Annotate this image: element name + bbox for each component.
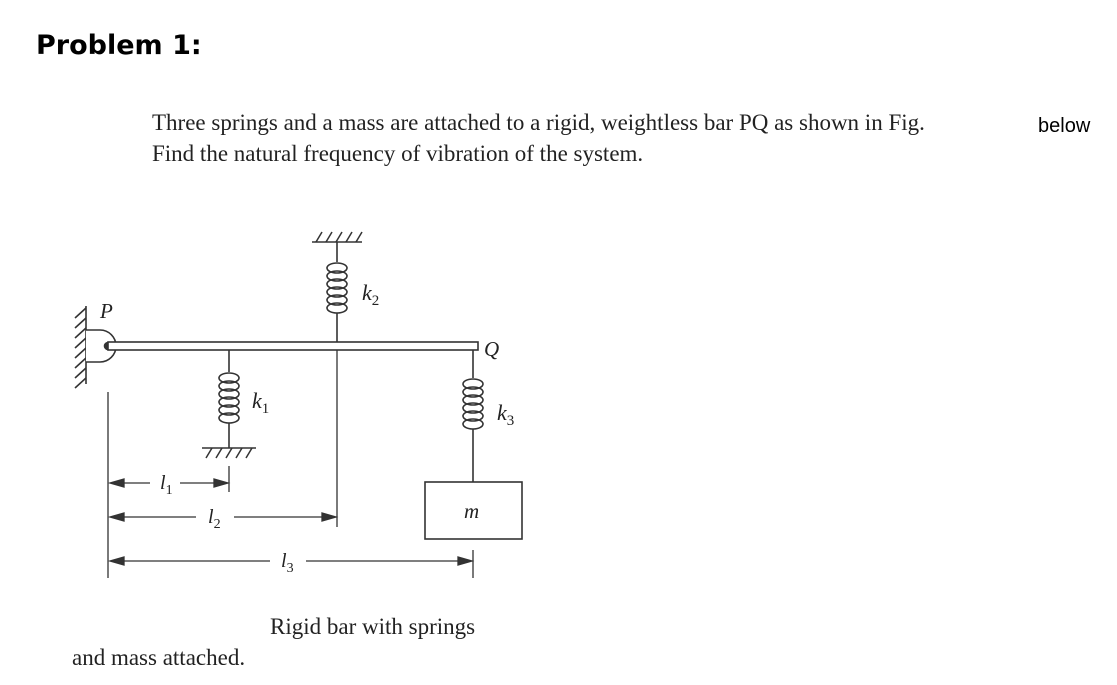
problem-statement-line-2: Find the natural frequency of vibration … (152, 141, 644, 166)
problem-title: Problem 1: (36, 30, 202, 61)
dimension-extension-lines (107, 350, 474, 578)
dimension-l3 (107, 556, 475, 566)
label-l3: l3 (281, 550, 294, 576)
ground-k2 (312, 231, 363, 243)
label-m: m (464, 499, 479, 523)
figure-caption-line-2: and mass attached. (72, 645, 246, 670)
wall-support (74, 306, 87, 389)
dimension-l2 (107, 512, 339, 522)
label-k1: k1 (252, 388, 269, 417)
mass-block (424, 481, 523, 540)
label-l2: l2 (208, 506, 221, 532)
label-q: Q (484, 337, 499, 361)
spring-k2 (326, 242, 348, 342)
spring-k3 (462, 350, 484, 482)
figure-caption-line-1: Rigid bar with springs (270, 614, 476, 639)
rigid-bar-pq (107, 341, 479, 351)
label-l1: l1 (160, 472, 173, 498)
label-k2: k2 (362, 280, 379, 309)
problem-statement-line-1: Three springs and a mass are attached to… (152, 110, 925, 135)
ground-k1 (202, 447, 256, 459)
label-k3: k3 (497, 400, 514, 429)
dimension-l1 (107, 478, 231, 488)
label-p: P (99, 299, 113, 323)
spring-k1 (218, 350, 240, 448)
problem-statement-line-1-tail: below (1038, 115, 1091, 137)
